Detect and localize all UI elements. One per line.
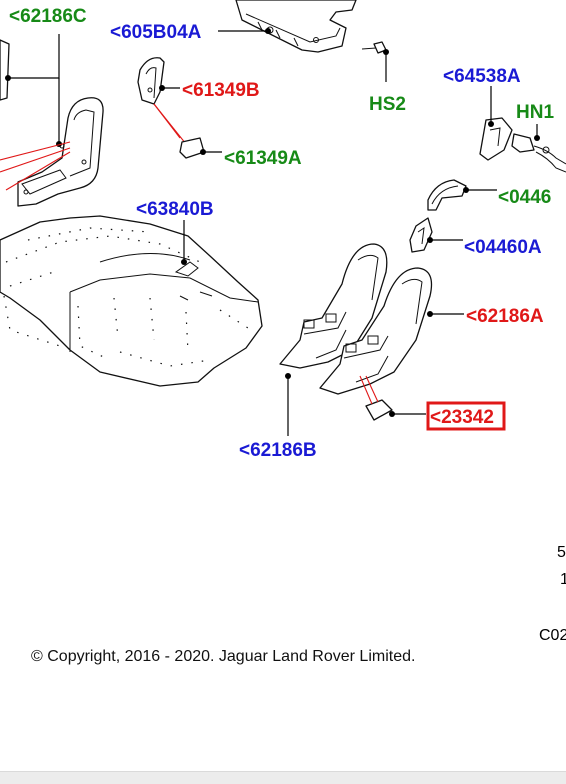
side-fragment-2: 1: [560, 571, 566, 588]
trim-04460a: [409, 217, 433, 253]
callout-04460-upper[interactable]: <0446: [498, 187, 551, 208]
callout-61349a[interactable]: <61349A: [224, 148, 302, 169]
callout-64538a[interactable]: <64538A: [443, 66, 521, 87]
seat-back-trim-panel: [0, 39, 104, 207]
trim-04460-upper: [427, 179, 467, 211]
callout-62186c[interactable]: <62186C: [9, 6, 87, 27]
clip-61349b: [137, 57, 165, 105]
cable-assembly: [479, 117, 566, 173]
screw-hs2: [361, 41, 387, 54]
callout-62186a[interactable]: <62186A: [466, 306, 544, 327]
highlight-box: [426, 401, 506, 431]
callout-62186b[interactable]: <62186B: [239, 440, 317, 461]
callout-23342[interactable]: <23342: [430, 407, 494, 428]
cap-61349a: [179, 137, 205, 159]
seat-back-frame-62186a: [319, 267, 433, 395]
callout-605b04a[interactable]: <605B04A: [110, 22, 202, 43]
callout-hn1[interactable]: HN1: [516, 102, 554, 123]
horizontal-scrollbar[interactable]: [0, 771, 566, 784]
upper-seat-component: [235, 0, 357, 53]
seat-back-frame-62186b: [279, 243, 388, 369]
callout-04460a[interactable]: <04460A: [464, 237, 542, 258]
tab-23342: [365, 399, 393, 421]
seat-cushion: [0, 215, 263, 387]
copyright-notice: © Copyright, 2016 - 2020. Jaguar Land Ro…: [31, 648, 416, 665]
callout-hs2[interactable]: HS2: [369, 94, 406, 115]
side-fragment-3: C02: [539, 627, 566, 644]
callout-63840b[interactable]: <63840B: [136, 199, 214, 220]
side-fragment-1: 5: [557, 544, 566, 561]
callout-61349b[interactable]: <61349B: [182, 80, 260, 101]
